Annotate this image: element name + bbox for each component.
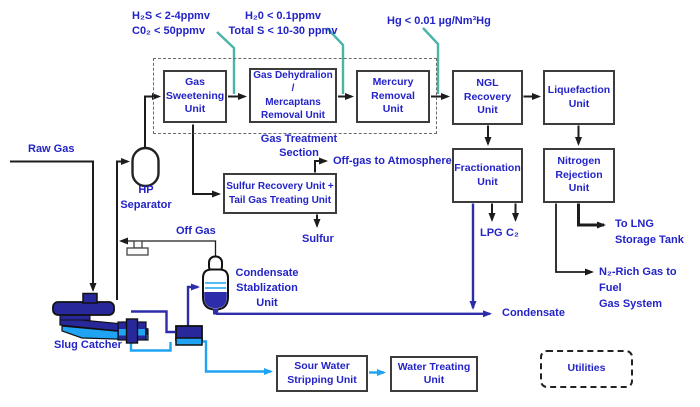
unit-ngl-recovery: NGL Recovery Unit (452, 70, 523, 125)
line-raw-gas (10, 160, 97, 292)
instrument-icon (126, 240, 149, 256)
line-to-lng-storage (577, 203, 606, 229)
c2-label: C₂ (506, 227, 519, 239)
callout-line-hg (422, 27, 440, 94)
line-slug-to-pump (131, 310, 175, 334)
hp-separator-label: HP Separator (120, 184, 172, 211)
sulfur-label: Sulfur (302, 233, 334, 245)
condensate-label: Condensate (502, 307, 565, 319)
unit-gas-sweetening: Gas Sweetening Unit (163, 70, 227, 123)
line-sweetening-to-sulfur-unit (192, 124, 221, 198)
off-gas-label: Off Gas (176, 225, 216, 237)
condensate-stabilizer-vessel (202, 255, 229, 315)
lpg-label: LPG (480, 227, 503, 239)
callout-hg: Hg < 0.01 µg/Nm³Hg (387, 15, 491, 27)
off-gas-to-atmosphere-label: Off-gas to Atmosphere (333, 155, 452, 167)
gas-flow-lines (10, 93, 606, 300)
callout-lines (216, 27, 440, 94)
line-pump-to-stabilizer (186, 283, 200, 327)
unit-sulfur-recovery-tail-gas: Sulfur Recovery Unit + Tail Gas Treating… (223, 173, 337, 214)
callout-h2s-co2: H₂S < 2-4ppmv C0₂ < 50ppmv (132, 10, 210, 37)
to-lng-storage-label: To LNG Storage Tank (615, 218, 684, 246)
line-slug-water (129, 342, 172, 352)
unit-nitrogen-rejection: Nitrogen Rejection Unit (543, 148, 615, 203)
line-off-gas (119, 237, 217, 258)
unit-water-treating: Water Treating Unit (390, 356, 478, 392)
pump-graphic (175, 325, 203, 346)
condensate-stabilization-label: Condensate Stablization Unit (235, 267, 299, 309)
line-pump-to-sour-water (202, 340, 273, 375)
unit-sour-water-stripping: Sour Water Stripping Unit (276, 355, 368, 392)
line-hpsep-to-sweetening (144, 93, 161, 149)
line-n2-rich (555, 203, 594, 276)
hp-separator-vessel (131, 146, 160, 188)
unit-mercury-removal: Mercury Removal Unit (356, 70, 430, 123)
slug-catcher-graphic (52, 292, 149, 344)
unit-gas-dehydration-mercaptans: Gas Dehydralion / Mercaptans Removal Uni… (249, 68, 337, 123)
callout-line-h2o (326, 27, 345, 94)
unit-utilities: Utilities (540, 350, 633, 388)
callout-line-h2s (216, 31, 236, 94)
unit-liquefaction: Liquefaction Unit (543, 70, 615, 125)
n2-rich-gas-label: N₂-Rich Gas to Fuel Gas System (599, 266, 677, 310)
liquid-flow-lines (131, 203, 492, 334)
callout-h2o-total-s: H₂0 < 0.1ppmv Total S < 10-30 ppmv (228, 10, 338, 37)
slug-catcher-label: Slug Catcher (54, 339, 122, 351)
line-offgas-to-atmosphere (314, 157, 328, 173)
raw-gas-label: Raw Gas (28, 143, 75, 155)
line-slug-to-hpsep (116, 158, 130, 300)
water-flow-lines (129, 340, 386, 376)
unit-fractionation: Fractionation Unit (452, 148, 523, 203)
gas-treatment-section-label: Gas Treatment Section (260, 133, 338, 159)
